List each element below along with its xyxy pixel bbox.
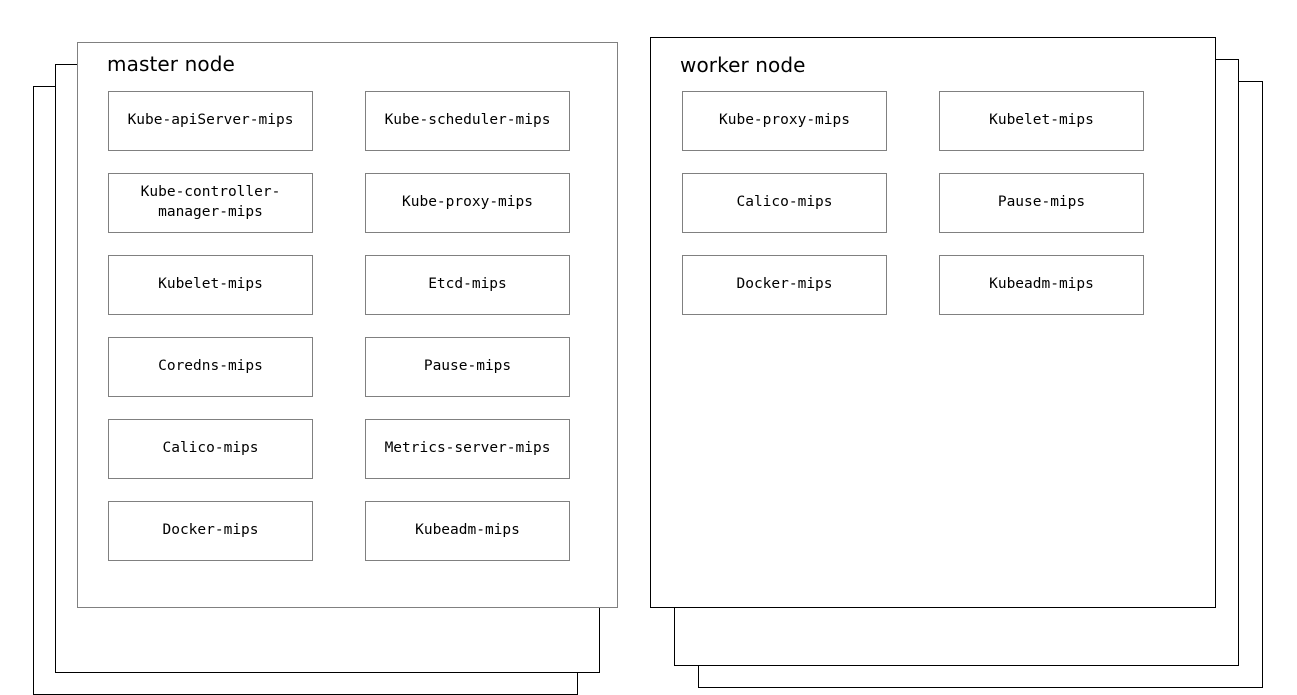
component-box-docker-mips[interactable]: Docker-mips xyxy=(108,501,313,561)
component-box-kube-proxy-mips[interactable]: Kube-proxy-mips xyxy=(682,91,887,151)
component-box-kube-apiserver-mips[interactable]: Kube-apiServer-mips xyxy=(108,91,313,151)
worker-node-title: worker node xyxy=(680,53,806,77)
component-box-metrics-server-mips[interactable]: Metrics-server-mips xyxy=(365,419,570,479)
component-box-calico-mips[interactable]: Calico-mips xyxy=(108,419,313,479)
component-box-coredns-mips[interactable]: Coredns-mips xyxy=(108,337,313,397)
component-box-kube-proxy-mips[interactable]: Kube-proxy-mips xyxy=(365,173,570,233)
master-node-title: master node xyxy=(107,52,235,76)
worker-node-group: worker node Kube-proxy-mips Kubelet-mips… xyxy=(650,37,1263,688)
component-box-docker-mips[interactable]: Docker-mips xyxy=(682,255,887,315)
component-box-kubelet-mips[interactable]: Kubelet-mips xyxy=(939,91,1144,151)
component-box-kubelet-mips[interactable]: Kubelet-mips xyxy=(108,255,313,315)
component-box-kubeadm-mips[interactable]: Kubeadm-mips xyxy=(365,501,570,561)
component-box-etcd-mips[interactable]: Etcd-mips xyxy=(365,255,570,315)
component-box-kube-controller-manager-mips[interactable]: Kube-controller-manager-mips xyxy=(108,173,313,233)
master-node-group: master node Kube-apiServer-mips Kube-sch… xyxy=(33,42,623,695)
component-box-kube-scheduler-mips[interactable]: Kube-scheduler-mips xyxy=(365,91,570,151)
master-node-component-grid: Kube-apiServer-mips Kube-scheduler-mips … xyxy=(108,91,570,561)
component-box-kubeadm-mips[interactable]: Kubeadm-mips xyxy=(939,255,1144,315)
component-box-calico-mips[interactable]: Calico-mips xyxy=(682,173,887,233)
component-box-pause-mips[interactable]: Pause-mips xyxy=(939,173,1144,233)
worker-node-component-grid: Kube-proxy-mips Kubelet-mips Calico-mips… xyxy=(682,91,1144,315)
component-box-pause-mips[interactable]: Pause-mips xyxy=(365,337,570,397)
